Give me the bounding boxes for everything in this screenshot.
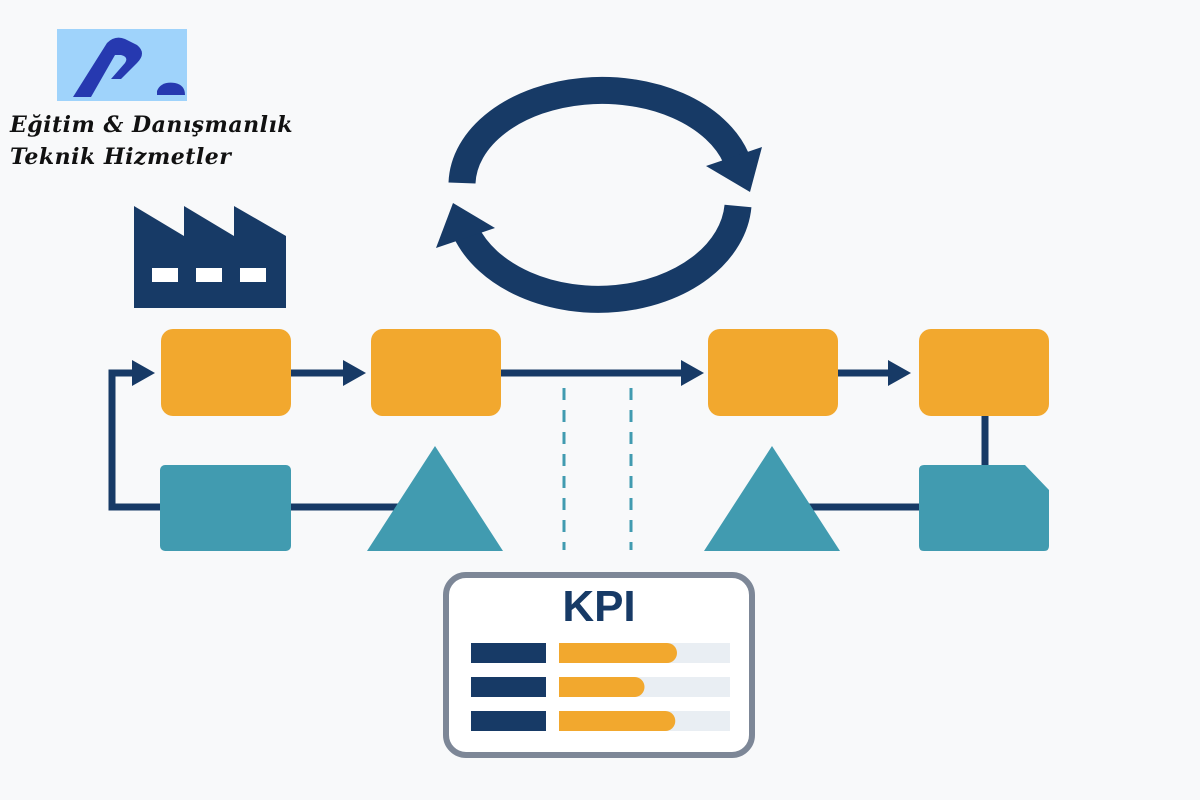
company-logo xyxy=(57,29,187,101)
cycle-arrowhead-left xyxy=(436,203,495,248)
data-box-left[interactable] xyxy=(160,465,291,551)
kpi-label-block-1 xyxy=(471,643,546,663)
kpi-title: KPI xyxy=(562,582,636,631)
kpi-label-block-2 xyxy=(471,677,546,697)
kpi-progress-bar-3 xyxy=(559,711,676,731)
kpi-progress-bar-2 xyxy=(559,677,645,697)
brand-line-2: Teknik Hizmetler xyxy=(10,144,232,170)
logo-mark-icon xyxy=(73,37,185,97)
cycle-arrowhead-right xyxy=(706,147,762,192)
brand-line-1: Eğitim & Danışmanlık xyxy=(10,112,294,138)
process-box-4[interactable] xyxy=(919,329,1049,416)
flow-arrows xyxy=(108,360,989,511)
kpi-card xyxy=(443,572,755,758)
dashed-separators xyxy=(562,388,633,550)
inventory-triangle-left[interactable] xyxy=(367,446,503,551)
inventory-triangle-right[interactable] xyxy=(704,446,840,551)
kpi-rows xyxy=(471,643,730,731)
cycle-arrows-icon xyxy=(448,76,752,313)
data-box-right[interactable] xyxy=(919,465,1049,551)
factory-icon xyxy=(134,206,286,308)
process-box-2[interactable] xyxy=(371,329,501,416)
kpi-label-block-3 xyxy=(471,711,546,731)
process-box-3[interactable] xyxy=(708,329,838,416)
kpi-progress-bar-1 xyxy=(559,643,677,663)
process-box-1[interactable] xyxy=(161,329,291,416)
